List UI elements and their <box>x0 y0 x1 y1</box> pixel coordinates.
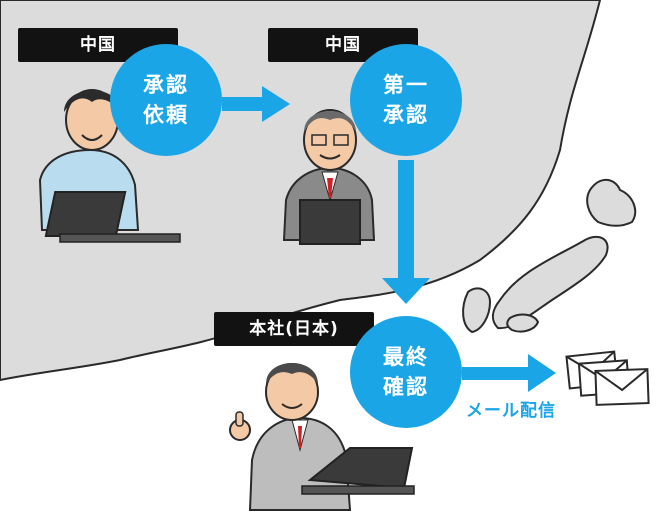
japan-honshu-shape <box>492 235 609 330</box>
flow-arrows <box>222 86 556 392</box>
mail-delivery-label: メール配信 <box>466 401 556 421</box>
japan-kyushu-shape <box>462 287 492 334</box>
region-tag-headquarters: 本社(日本) <box>214 312 374 346</box>
step-approval-request: 承認 依頼 <box>110 44 222 156</box>
japan-shikoku-shape <box>506 313 540 333</box>
step-first-approval: 第一 承認 <box>350 44 462 156</box>
person-executive-illustration <box>229 363 415 511</box>
mail-envelopes-icon <box>565 350 650 406</box>
step-line-2: 依頼 <box>143 103 189 127</box>
step-line-2: 確認 <box>383 375 429 399</box>
person-staff-illustration <box>38 89 181 243</box>
step-line-1: 承認 <box>143 73 189 97</box>
step-line-2: 承認 <box>383 103 429 127</box>
person-manager-illustration <box>282 109 376 245</box>
step-line-1: 最終 <box>383 345 429 369</box>
step-line-1: 第一 <box>383 73 429 97</box>
arrow-right-1 <box>222 86 290 122</box>
step-final-confirmation: 最終 確認 <box>350 316 462 428</box>
arrow-down <box>382 160 430 304</box>
japan-hokkaido-shape <box>586 178 637 227</box>
arrow-right-2 <box>462 354 556 392</box>
